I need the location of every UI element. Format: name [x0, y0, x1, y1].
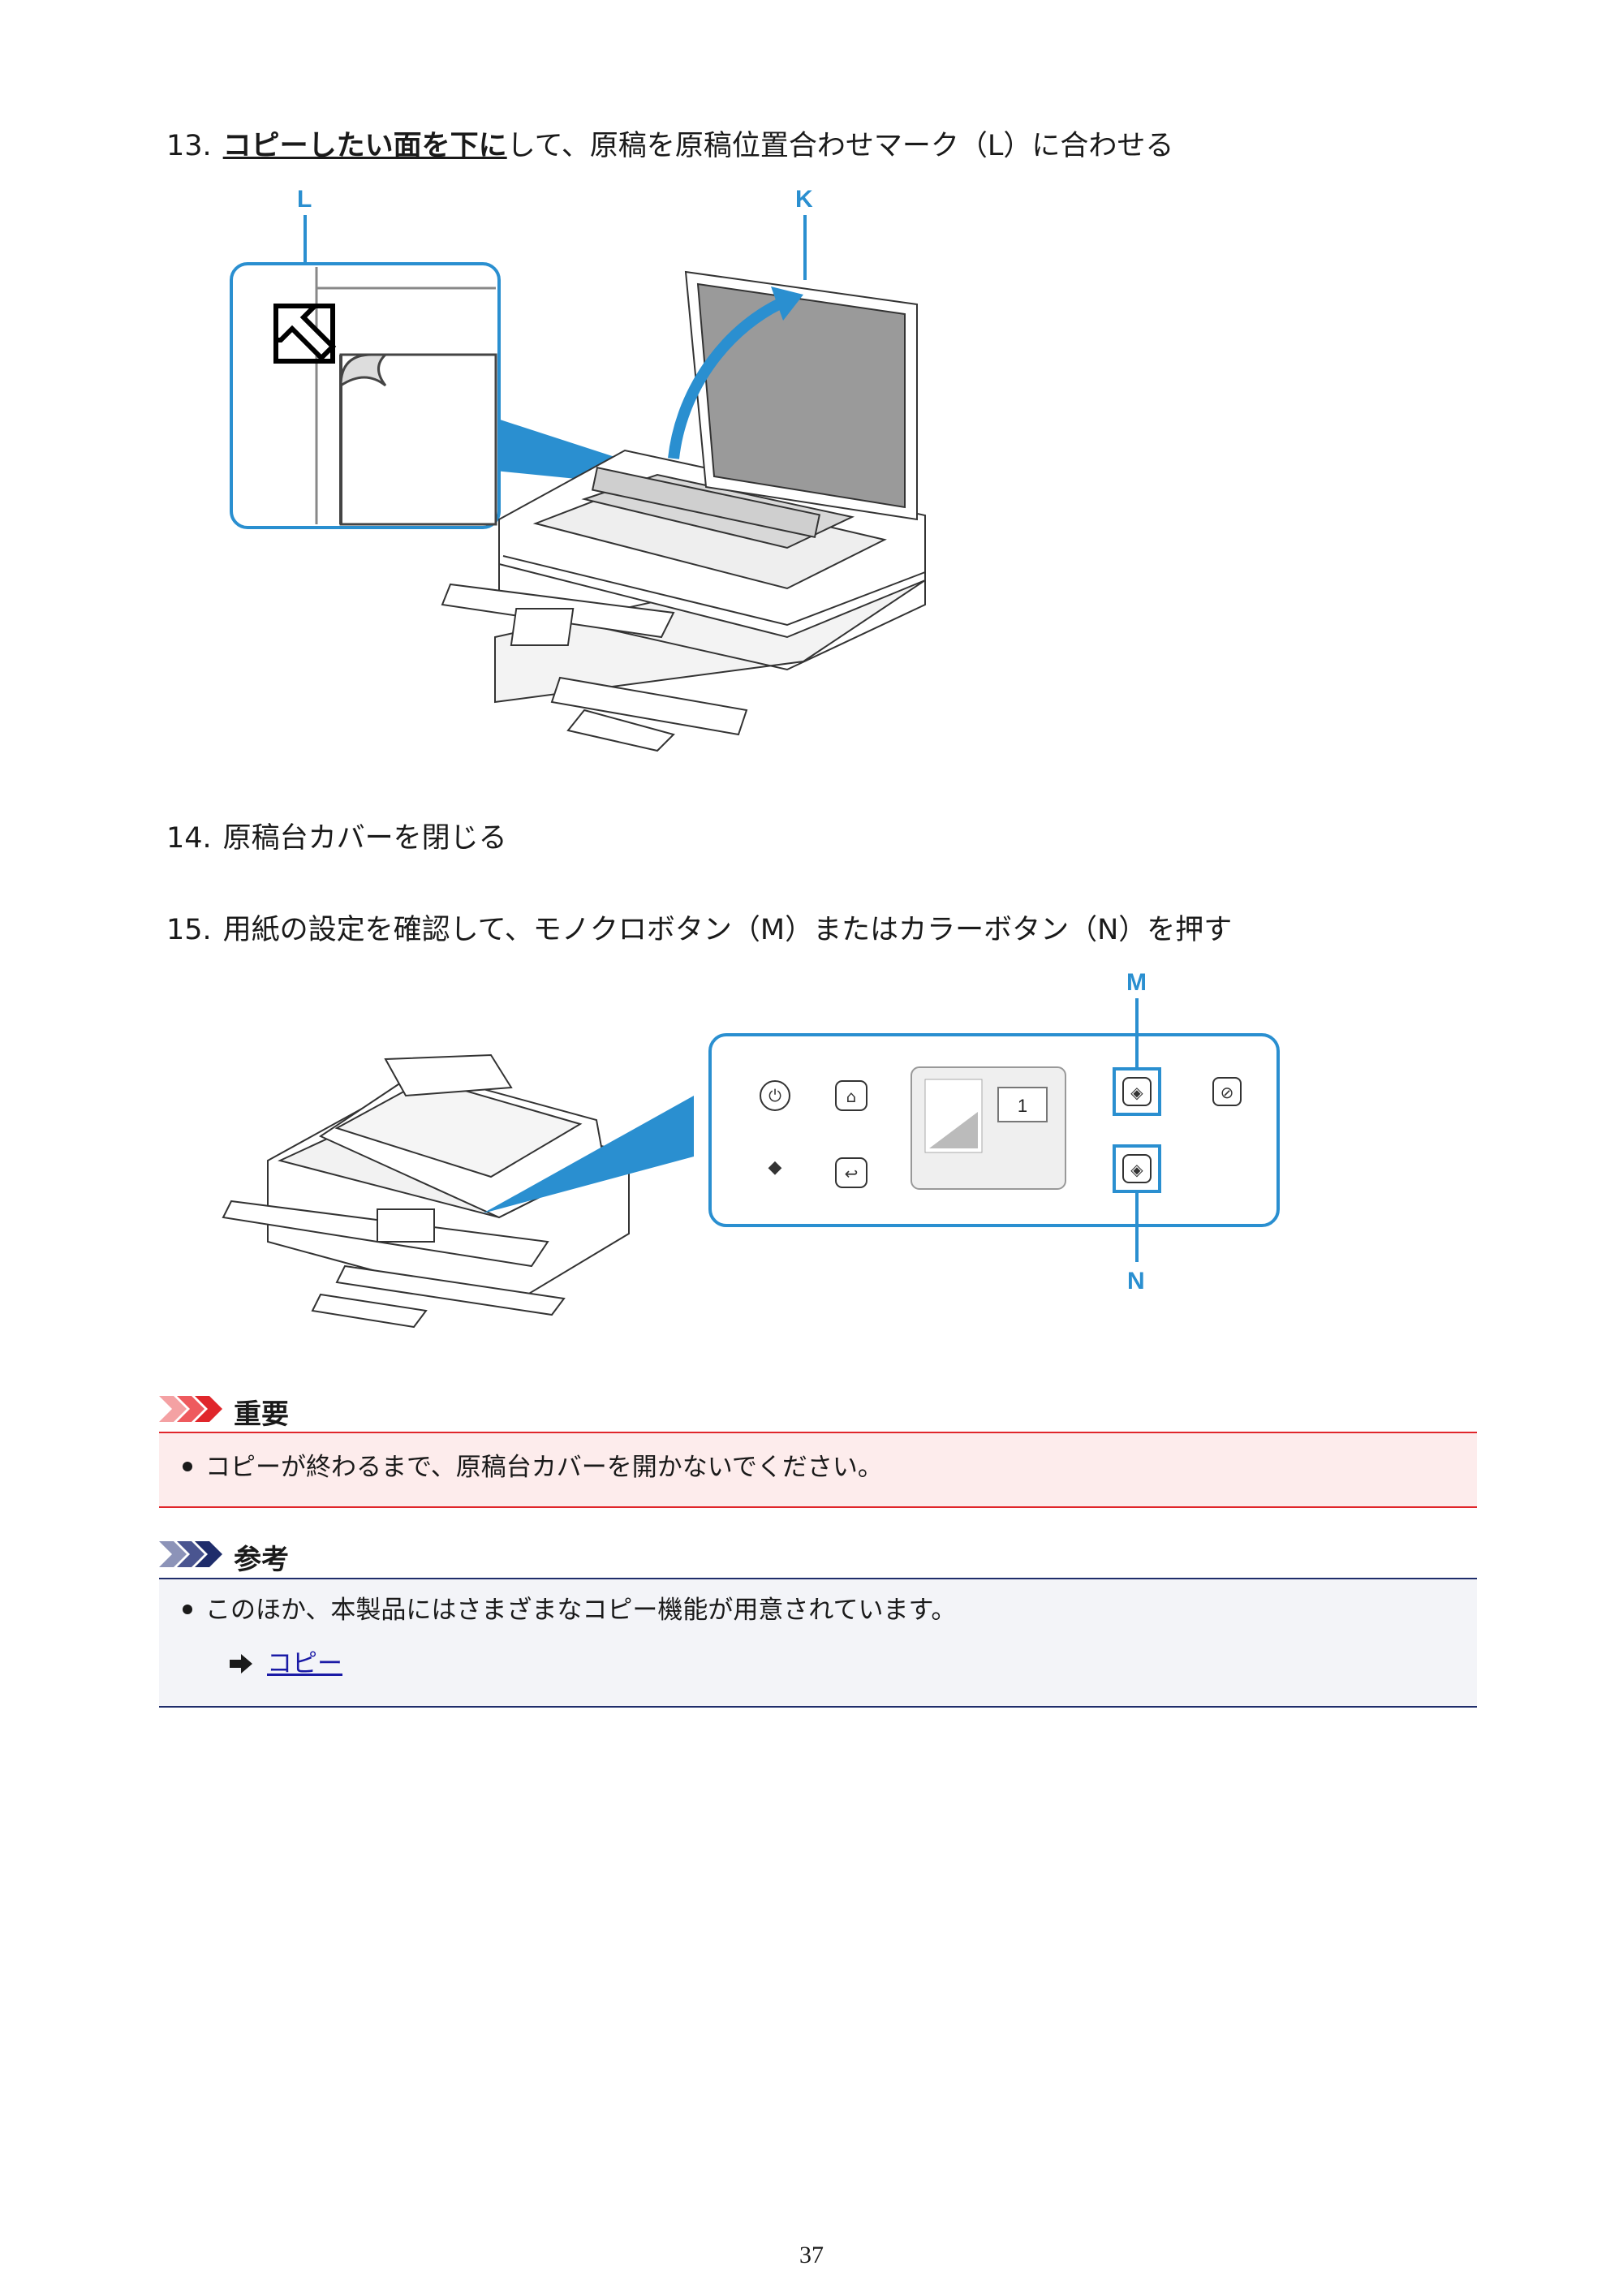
label-n: N	[1127, 1268, 1145, 1294]
svg-text:⊘: ⊘	[1220, 1083, 1234, 1102]
figure-printer-cover-open: L K	[230, 186, 926, 752]
step-14: 14. 原稿台カバーを閉じる	[166, 822, 507, 855]
color-start-button[interactable]	[1122, 1154, 1152, 1183]
note-title: 参考	[234, 1544, 289, 1576]
figure-operation-panel: ⏻ ⌂ ◆ ↩ 1 ◈ ◈ ⊘ M N	[222, 969, 1280, 1329]
bullet-icon	[183, 1604, 192, 1614]
arrow-right-icon	[230, 1653, 252, 1674]
note-link-row: コピー	[230, 1649, 342, 1678]
important-box	[159, 1432, 1477, 1508]
important-item-text: コピーが終わるまで、原稿台カバーを開かないでください。	[205, 1453, 883, 1482]
step-text: して、原稿を原稿位置合わせマーク（L）に合わせる	[506, 130, 1174, 162]
svg-text:⏻: ⏻	[768, 1086, 781, 1105]
step-text: 原稿台カバーを閉じる	[222, 822, 507, 855]
note-item: このほか、本製品にはさまざまなコピー機能が用意されています。	[183, 1596, 956, 1625]
important-title: 重要	[234, 1398, 289, 1431]
svg-text:↩: ↩	[845, 1164, 859, 1183]
svg-text:◈: ◈	[1130, 1160, 1143, 1179]
page-number: 37	[799, 2242, 824, 2268]
important-header: 重要	[159, 1394, 971, 1431]
step-emphasis: コピーしたい面を下に	[222, 130, 507, 162]
home-icon[interactable]	[835, 1080, 867, 1111]
callout-pointer	[483, 1096, 694, 1213]
label-l: L	[297, 186, 312, 213]
printer-illustration	[441, 270, 926, 752]
panel-callout: ⏻ ⌂ ◆ ↩ 1 ◈ ◈ ⊘	[708, 1033, 1280, 1227]
label-m: M	[1126, 969, 1147, 996]
svg-text:◈: ◈	[1130, 1083, 1143, 1102]
bullet-icon	[183, 1461, 192, 1471]
lcd-copies: 1	[1018, 1096, 1027, 1116]
note-item-text: このほか、本製品にはさまざまなコピー機能が用意されています。	[205, 1596, 957, 1625]
important-chevrons-icon	[159, 1396, 222, 1422]
power-icon[interactable]	[760, 1080, 790, 1111]
step-number: 14.	[166, 822, 212, 855]
step-number: 13.	[166, 130, 212, 162]
step-15: 15. 用紙の設定を確認して、モノクロボタン（M）またはカラーボタン（N）を押す	[166, 914, 1232, 946]
stop-button[interactable]	[1212, 1077, 1242, 1106]
setup-icon[interactable]: ◆	[768, 1157, 782, 1178]
zoom-callout	[230, 262, 501, 529]
svg-text:⌂: ⌂	[846, 1087, 857, 1106]
step-13: 13. コピーしたい面を下にして、原稿を原稿位置合わせマーク（L）に合わせる	[166, 130, 1173, 162]
printer-illustration	[222, 1053, 630, 1329]
black-start-button[interactable]	[1122, 1077, 1152, 1106]
note-chevrons-icon	[159, 1541, 222, 1567]
note-header: 参考	[159, 1540, 971, 1576]
alignment-mark-icon	[273, 304, 337, 364]
step-text: 用紙の設定を確認して、モノクロボタン（M）またはカラーボタン（N）を押す	[222, 914, 1233, 946]
back-icon[interactable]	[835, 1157, 867, 1188]
label-k: K	[795, 186, 813, 213]
note-box	[159, 1578, 1477, 1708]
step-number: 15.	[166, 914, 212, 946]
copy-link[interactable]: コピー	[267, 1649, 342, 1678]
important-item: コピーが終わるまで、原稿台カバーを開かないでください。	[183, 1453, 883, 1482]
open-cover-arrow	[668, 295, 790, 459]
